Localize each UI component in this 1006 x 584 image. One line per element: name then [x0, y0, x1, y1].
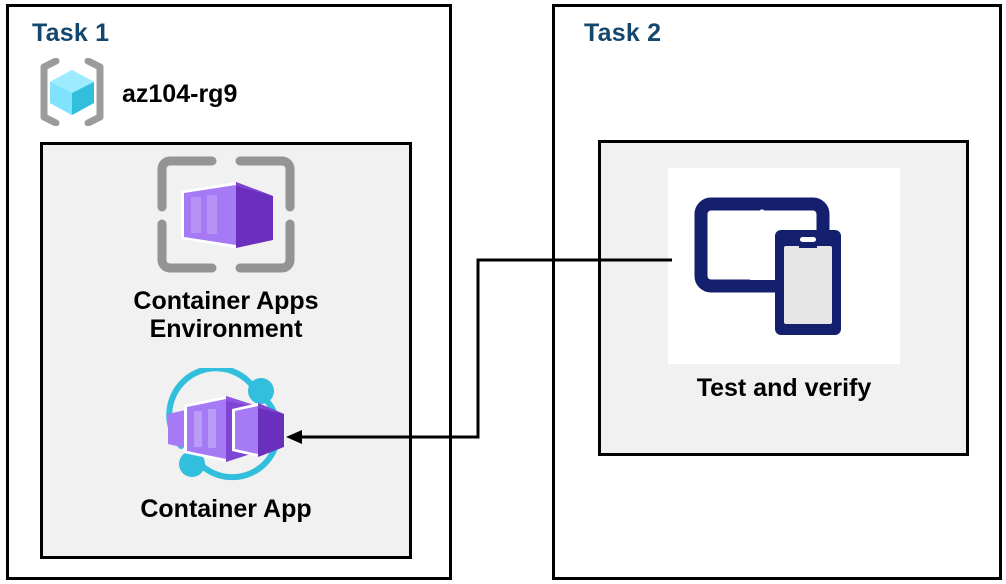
resource-group-label: az104-rg9: [122, 79, 238, 108]
devices-test-icon-plate: [668, 168, 900, 364]
azure-resource-group-icon: [36, 57, 108, 131]
devices-test-icon: [691, 184, 877, 349]
node-test-and-verify: Test and verify: [620, 168, 948, 402]
resource-group-row: az104-rg9: [36, 57, 366, 131]
node-container-apps-environment: Container Apps Environment: [60, 152, 392, 343]
node-label-test-and-verify: Test and verify: [696, 374, 872, 402]
node-label-container-app: Container App: [140, 495, 312, 523]
task-1-title: Task 1: [32, 19, 110, 47]
node-container-app: Container App: [60, 365, 392, 523]
task-2-title: Task 2: [584, 19, 662, 47]
container-apps-environment-icon: [150, 152, 302, 281]
container-app-icon: [148, 365, 304, 491]
node-label-container-apps-environment: Container Apps Environment: [133, 287, 319, 343]
